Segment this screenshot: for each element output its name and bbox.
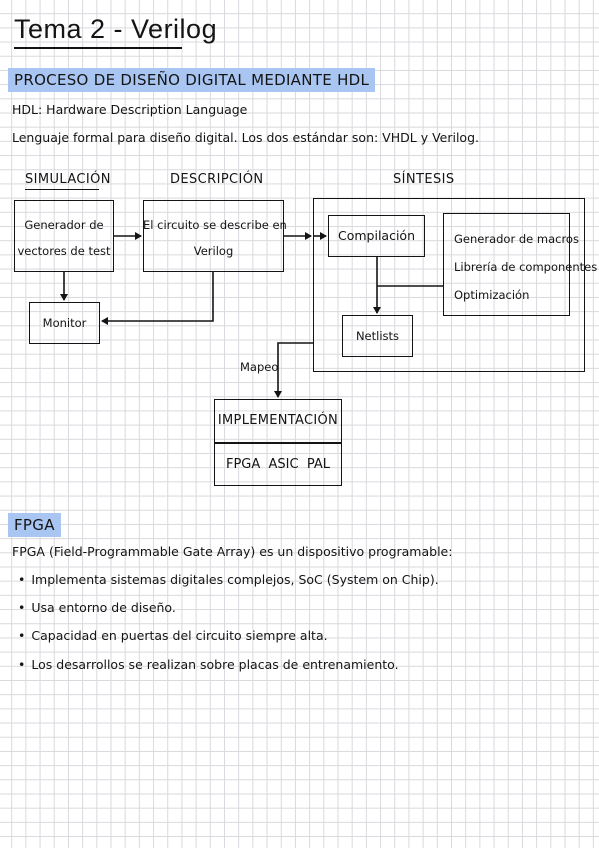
hdl-definition: HDL: Hardware Description Language — [12, 102, 248, 117]
label-sintesis: SÍNTESIS — [393, 172, 455, 187]
mapeo-label: Mapeo — [240, 360, 279, 374]
box-generador-vectores — [14, 200, 114, 272]
implementacion-divider — [214, 442, 342, 444]
fpga-bullet-3: Capacidad en puertas del circuito siempr… — [18, 628, 327, 643]
page-title: Tema 2 - Verilog — [14, 14, 218, 44]
monitor-label: Monitor — [42, 316, 87, 330]
box-sintesis-container — [313, 198, 585, 372]
title-underline — [14, 47, 182, 49]
circuito-line1: El circuito se describe en — [143, 218, 287, 232]
macros-line2: Librería de componentes — [454, 260, 598, 274]
fpga-bullet-4: Los desarrollos se realizan sobre placas… — [18, 657, 398, 672]
fpga-intro: FPGA (Field-Programmable Gate Array) es … — [12, 544, 453, 559]
box-circuito-verilog — [143, 200, 284, 272]
circuito-line2: Verilog — [193, 244, 234, 258]
macros-line3: Optimización — [454, 288, 530, 302]
box-monitor — [29, 302, 100, 344]
label-descripcion: DESCRIPCIÓN — [170, 172, 264, 187]
box-compilacion — [328, 215, 425, 257]
box-macros — [443, 213, 570, 316]
arrow-mapeo — [274, 342, 313, 398]
netlists-label: Netlists — [355, 329, 400, 343]
compilacion-label: Compilación — [337, 228, 415, 243]
section-heading-hdl: PROCESO DE DISEÑO DIGITAL MEDIANTE HDL — [8, 68, 376, 92]
implementacion-title: IMPLEMENTACIÓN — [217, 413, 339, 428]
implementacion-targets: FPGA ASIC PAL — [225, 457, 330, 472]
hdl-standards: Lenguaje formal para diseño digital. Los… — [12, 130, 479, 145]
section-heading-fpga: FPGA — [8, 513, 61, 537]
generador-line1: Generador de — [24, 218, 104, 232]
arrow-circuito-to-monitor — [101, 272, 214, 325]
fpga-bullet-2: Usa entorno de diseño. — [18, 600, 175, 615]
label-simulacion-underline — [25, 189, 99, 191]
generador-line2: vectores de test — [17, 244, 111, 258]
fpga-bullet-1: Implementa sistemas digitales complejos,… — [18, 572, 438, 587]
box-netlists — [342, 315, 413, 357]
label-simulacion: SIMULACIÓN — [25, 172, 111, 187]
macros-line1: Generador de macros — [454, 232, 579, 246]
